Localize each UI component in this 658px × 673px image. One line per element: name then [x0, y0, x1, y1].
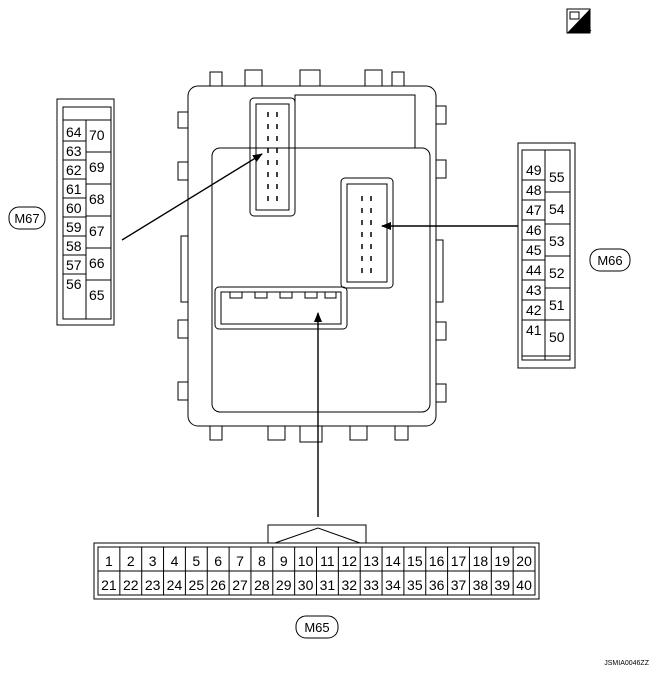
m65-pin-6: 6 — [214, 553, 222, 569]
m67-label: M67 — [14, 211, 39, 226]
m65-pin-30: 30 — [298, 577, 314, 593]
m66-pin-45: 45 — [526, 242, 542, 258]
m67-pin-69: 69 — [89, 159, 105, 175]
control-unit — [177, 69, 447, 443]
m65-pin-27: 27 — [232, 577, 248, 593]
figure-code: JSMIA0046ZZ — [604, 660, 649, 667]
m66-pin-49: 49 — [526, 162, 542, 178]
m65-pin-21: 21 — [101, 577, 117, 593]
m66-pin-41: 41 — [526, 322, 542, 338]
arrow-m67 — [121, 153, 263, 241]
m65-pin-37: 37 — [451, 577, 467, 593]
m67-pin-59: 59 — [66, 219, 82, 235]
m66-pin-44: 44 — [526, 262, 542, 278]
m65-label-box — [295, 615, 339, 639]
m65-pin-3: 3 — [149, 553, 157, 569]
m65-label: M65 — [304, 620, 329, 635]
m65-pin-5: 5 — [192, 553, 200, 569]
m66-pin-47: 47 — [526, 202, 542, 218]
m65-pin-31: 31 — [320, 577, 336, 593]
m65-pin-22: 22 — [123, 577, 139, 593]
m65-pin-14: 14 — [385, 553, 401, 569]
m66-label-box — [589, 248, 631, 272]
m65-pin-23: 23 — [145, 577, 161, 593]
m65-pin-34: 34 — [385, 577, 401, 593]
m65-pin-10: 10 — [298, 553, 314, 569]
m67-right-pins: 70 69 68 67 66 65 — [86, 127, 111, 303]
m66-pin-51: 51 — [549, 297, 565, 313]
m66-pin-54: 54 — [549, 201, 565, 217]
m65-pin-7: 7 — [236, 553, 244, 569]
hs-symbol-icon: H.S. — [566, 8, 592, 34]
m67-left-pins: 64 63 62 61 60 59 58 57 56 — [63, 124, 86, 292]
m66-pin-43: 43 — [526, 282, 542, 298]
m65-bottom-row: 21 22 23 24 25 26 27 28 29 30 31 32 33 34 35 36 37 38 39 40 — [101, 571, 532, 595]
m65-pin-35: 35 — [407, 577, 423, 593]
m65-pin-12: 12 — [341, 553, 357, 569]
m67-pin-64: 64 — [66, 124, 82, 140]
m65-pin-19: 19 — [494, 553, 510, 569]
m65-pin-25: 25 — [189, 577, 205, 593]
m65-pin-1: 1 — [105, 553, 113, 569]
m65-pin-32: 32 — [341, 577, 357, 593]
m65-pin-28: 28 — [254, 577, 270, 593]
connector-m66-face — [517, 142, 576, 369]
m66-pin-52: 52 — [549, 265, 565, 281]
m66-label: M66 — [597, 253, 622, 268]
m66-pin-53: 53 — [549, 233, 565, 249]
m65-pin-2: 2 — [127, 553, 135, 569]
m65-pin-33: 33 — [363, 577, 379, 593]
m67-pin-65: 65 — [89, 287, 105, 303]
m67-label-box — [8, 206, 46, 230]
m66-right-pins: 55 54 53 52 51 50 — [545, 169, 570, 345]
m65-pin-36: 36 — [429, 577, 445, 593]
m67-pin-70: 70 — [89, 127, 105, 143]
m65-pin-13: 13 — [363, 553, 379, 569]
m67-pin-58: 58 — [66, 238, 82, 254]
m65-pin-39: 39 — [494, 577, 510, 593]
m65-pin-11: 11 — [320, 553, 335, 569]
m67-pin-60: 60 — [66, 200, 82, 216]
m66-pin-48: 48 — [526, 182, 542, 198]
m65-pin-15: 15 — [407, 553, 423, 569]
m67-pin-63: 63 — [66, 143, 82, 159]
m65-pin-17: 17 — [451, 553, 467, 569]
m65-pin-26: 26 — [210, 577, 226, 593]
m67-pin-57: 57 — [66, 257, 82, 273]
m66-pin-46: 46 — [526, 222, 542, 238]
hs-text: H.S. — [578, 26, 592, 33]
m66-pin-42: 42 — [526, 302, 542, 318]
m67-pin-67: 67 — [89, 223, 105, 239]
m66-left-pins: 49 48 47 46 45 44 43 42 41 — [522, 162, 545, 338]
m65-pin-8: 8 — [258, 553, 266, 569]
connector-m67-face — [56, 98, 115, 326]
m66-pin-50: 50 — [549, 329, 565, 345]
m65-pin-16: 16 — [429, 553, 445, 569]
m65-pin-20: 20 — [516, 553, 532, 569]
m67-pin-61: 61 — [66, 181, 82, 197]
m65-pin-24: 24 — [167, 577, 183, 593]
m65-pin-4: 4 — [171, 553, 179, 569]
m65-pin-38: 38 — [473, 577, 489, 593]
terminal-marks — [267, 112, 372, 273]
m65-pin-18: 18 — [473, 553, 489, 569]
m65-pin-9: 9 — [280, 553, 288, 569]
m65-pin-40: 40 — [516, 577, 532, 593]
m65-pin-29: 29 — [276, 577, 292, 593]
m67-pin-68: 68 — [89, 191, 105, 207]
m67-pin-56: 56 — [66, 276, 82, 292]
m67-pin-66: 66 — [89, 255, 105, 271]
m67-pin-62: 62 — [66, 162, 82, 178]
m66-pin-55: 55 — [549, 169, 565, 185]
